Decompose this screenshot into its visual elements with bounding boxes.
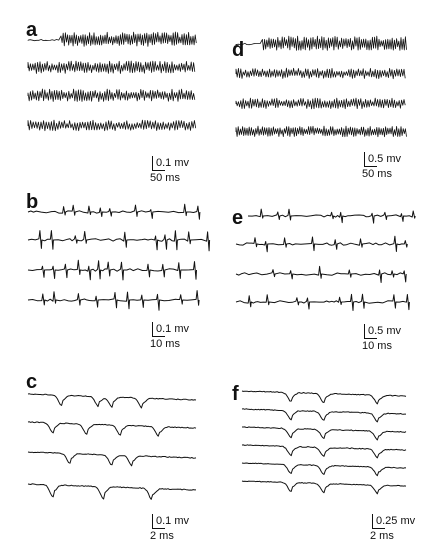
trace-c-1 <box>27 393 197 409</box>
trace-b-3 <box>27 259 197 281</box>
trace-f-1 <box>241 390 407 405</box>
scale-bar-corner <box>372 514 385 529</box>
panel-letter-f: f <box>232 383 239 405</box>
scale-time-c: 2 ms <box>150 530 174 542</box>
trace-c-2 <box>27 421 197 437</box>
trace-f-2 <box>241 408 406 423</box>
trace-a-1 <box>27 31 197 47</box>
trace-e-4 <box>235 293 410 311</box>
trace-b-2 <box>27 230 211 252</box>
trace-c-4 <box>27 483 196 500</box>
panel-letter-b: b <box>26 191 39 213</box>
trace-b-4 <box>27 290 200 311</box>
trace-d-1 <box>235 35 407 51</box>
scale-amplitude-d: 0.5 mv <box>368 153 402 165</box>
scale-bar-corner <box>364 324 377 339</box>
trace-d-3 <box>235 97 406 110</box>
scale-bar-corner <box>152 514 165 529</box>
trace-e-2 <box>235 235 408 253</box>
scale-amplitude-a: 0.1 mv <box>156 157 190 169</box>
scale-amplitude-c: 0.1 mv <box>156 515 190 527</box>
scale-time-d: 50 ms <box>362 168 392 180</box>
trace-a-3 <box>27 88 196 102</box>
scale-time-a: 50 ms <box>150 172 180 184</box>
trace-d-4 <box>235 125 407 138</box>
trace-d-2 <box>235 67 406 80</box>
trace-f-3 <box>242 426 407 441</box>
scale-time-b: 10 ms <box>150 338 180 350</box>
trace-f-4 <box>241 444 407 459</box>
scale-amplitude-e: 0.5 mv <box>368 325 402 337</box>
trace-a-2 <box>27 60 196 74</box>
panel-letter-a: a <box>26 19 38 41</box>
scale-bar-corner <box>152 322 165 337</box>
scale-amplitude-f: 0.25 mv <box>376 515 416 527</box>
trace-e-1 <box>247 208 416 224</box>
panel-letter-e: e <box>232 207 244 229</box>
scale-bar-corner <box>364 152 377 167</box>
trace-f-5 <box>241 462 407 477</box>
scale-time-e: 10 ms <box>362 340 392 352</box>
trace-e-3 <box>235 265 407 283</box>
panel-letter-c: c <box>26 371 38 393</box>
panel-letter-d: d <box>232 39 245 61</box>
trace-b-1 <box>27 203 201 220</box>
trace-a-4 <box>27 119 197 132</box>
trace-f-6 <box>241 480 407 495</box>
scale-amplitude-b: 0.1 mv <box>156 323 190 335</box>
scale-bar-corner <box>152 156 165 171</box>
scale-time-f: 2 ms <box>370 530 394 542</box>
trace-c-3 <box>27 451 197 467</box>
